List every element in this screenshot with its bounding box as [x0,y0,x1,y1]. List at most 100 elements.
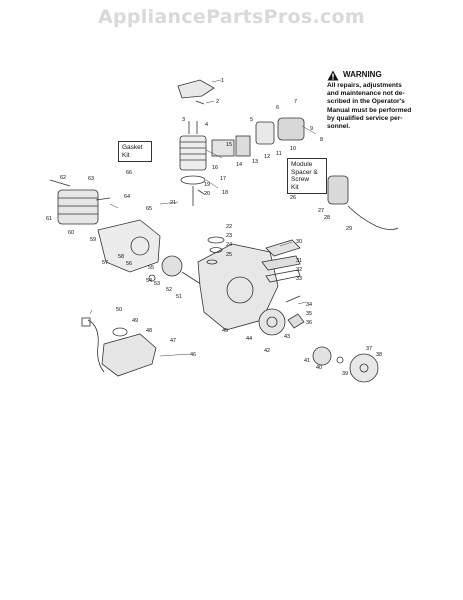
part-number: 34 [306,302,312,308]
part-number: 35 [306,311,312,317]
part-number: 64 [124,194,130,200]
watermark: AppliancePartsPros.com [97,6,365,28]
part-drawing [177,79,215,99]
warning-triangle-icon [327,70,339,81]
part-drawing [359,363,369,373]
part-number: 44 [246,336,252,342]
leader-line [279,241,293,247]
part-number: 43 [284,334,290,340]
part-number: 42 [264,348,270,354]
part-number: 46 [190,352,196,358]
part-number: 40 [316,365,322,371]
part-drawing [235,135,251,157]
part-drawing [130,236,150,256]
part-number: 12 [264,154,270,160]
part-number: 49 [132,318,138,324]
part-number: 24 [226,242,232,248]
part-number: 55 [148,265,154,271]
part-number: 22 [226,224,232,230]
module-kit-label: Screw [291,176,310,183]
part-number: 21 [170,200,176,206]
leader-line [297,301,307,305]
part-number: 18 [222,190,228,196]
part-drawing [161,255,183,277]
part-number: 32 [296,267,302,273]
part-number: 66 [126,170,132,176]
leader-line [211,79,222,83]
part-number: 47 [170,338,176,344]
leader-line [159,201,179,205]
part-drawing [258,308,286,336]
part-drawing [265,239,301,257]
part-number: 60 [68,230,74,236]
gasket-kit-box: Gasket Kit [118,141,152,162]
part-number: 37 [366,346,372,352]
part-number: 16 [212,165,218,171]
part-drawing [285,295,301,303]
part-drawings [49,79,399,383]
part-number: 59 [90,237,96,243]
part-drawing [261,255,301,271]
part-drawing [211,139,235,157]
leader-line [301,125,317,135]
part-number: 5 [250,117,253,123]
part-number: 36 [306,320,312,326]
part-number: 29 [346,226,352,232]
part-number: 41 [304,358,310,364]
warning-line: by qualified service per- [327,114,403,122]
part-number: 65 [146,206,152,212]
part-drawing [266,316,278,328]
part-drawing [101,333,157,377]
part-number: 52 [166,287,172,293]
leader-line [159,353,191,357]
warning-title-text: WARNING [343,70,382,80]
part-drawing [349,353,379,383]
gasket-kit-label: Gasket [122,144,143,151]
part-number: 26 [290,195,296,201]
part-number-labels: 1 2 3 4 5 6 7 8 9 10 11 12 13 14 15 16 1… [46,78,382,377]
warning-line: All repairs, adjustments [327,82,402,89]
module-kit-label: Module [291,161,313,168]
warning-line: sonnel. [327,123,351,131]
part-drawing [287,313,305,329]
part-number: 8 [320,137,323,143]
part-drawing [180,175,206,185]
part-number: 3 [182,117,185,123]
part-number: 30 [296,239,302,245]
part-drawing [179,135,207,171]
part-drawing [327,175,349,205]
leader-line [205,179,219,189]
warning-line: Manual must be performed [327,106,412,114]
part-number: 23 [226,233,232,239]
part-drawing [49,179,71,187]
part-drawing [209,247,223,253]
part-number: 38 [376,352,382,358]
part-number: 27 [318,208,324,214]
part-number: 31 [296,258,302,264]
part-drawing [195,100,205,105]
part-drawing [265,269,301,283]
part-number: 39 [342,371,348,377]
gasket-kit-label: Kit [122,151,130,159]
part-drawing [312,346,332,366]
part-number: 54 [146,278,152,284]
part-number: 25 [226,252,232,258]
warning-notice: WARNING All repairs, adjustments and mai… [327,70,431,131]
part-drawing [197,189,205,195]
leader-lines [89,79,317,357]
part-number: 19 [204,182,210,188]
part-drawing [87,319,105,373]
warning-line: scribed in the Operator's [327,98,405,106]
part-number: 20 [204,191,210,197]
part-drawing [277,117,305,141]
part-number: 45 [222,328,228,334]
part-number: 6 [276,105,279,111]
part-number: 53 [154,281,160,287]
part-number: 11 [276,151,282,157]
part-number: 57 [102,260,108,266]
part-drawing [207,236,225,244]
module-kit-box: Module Spacer & Screw Kit [287,158,327,194]
part-number: 48 [146,328,152,334]
part-number: 9 [310,126,313,132]
